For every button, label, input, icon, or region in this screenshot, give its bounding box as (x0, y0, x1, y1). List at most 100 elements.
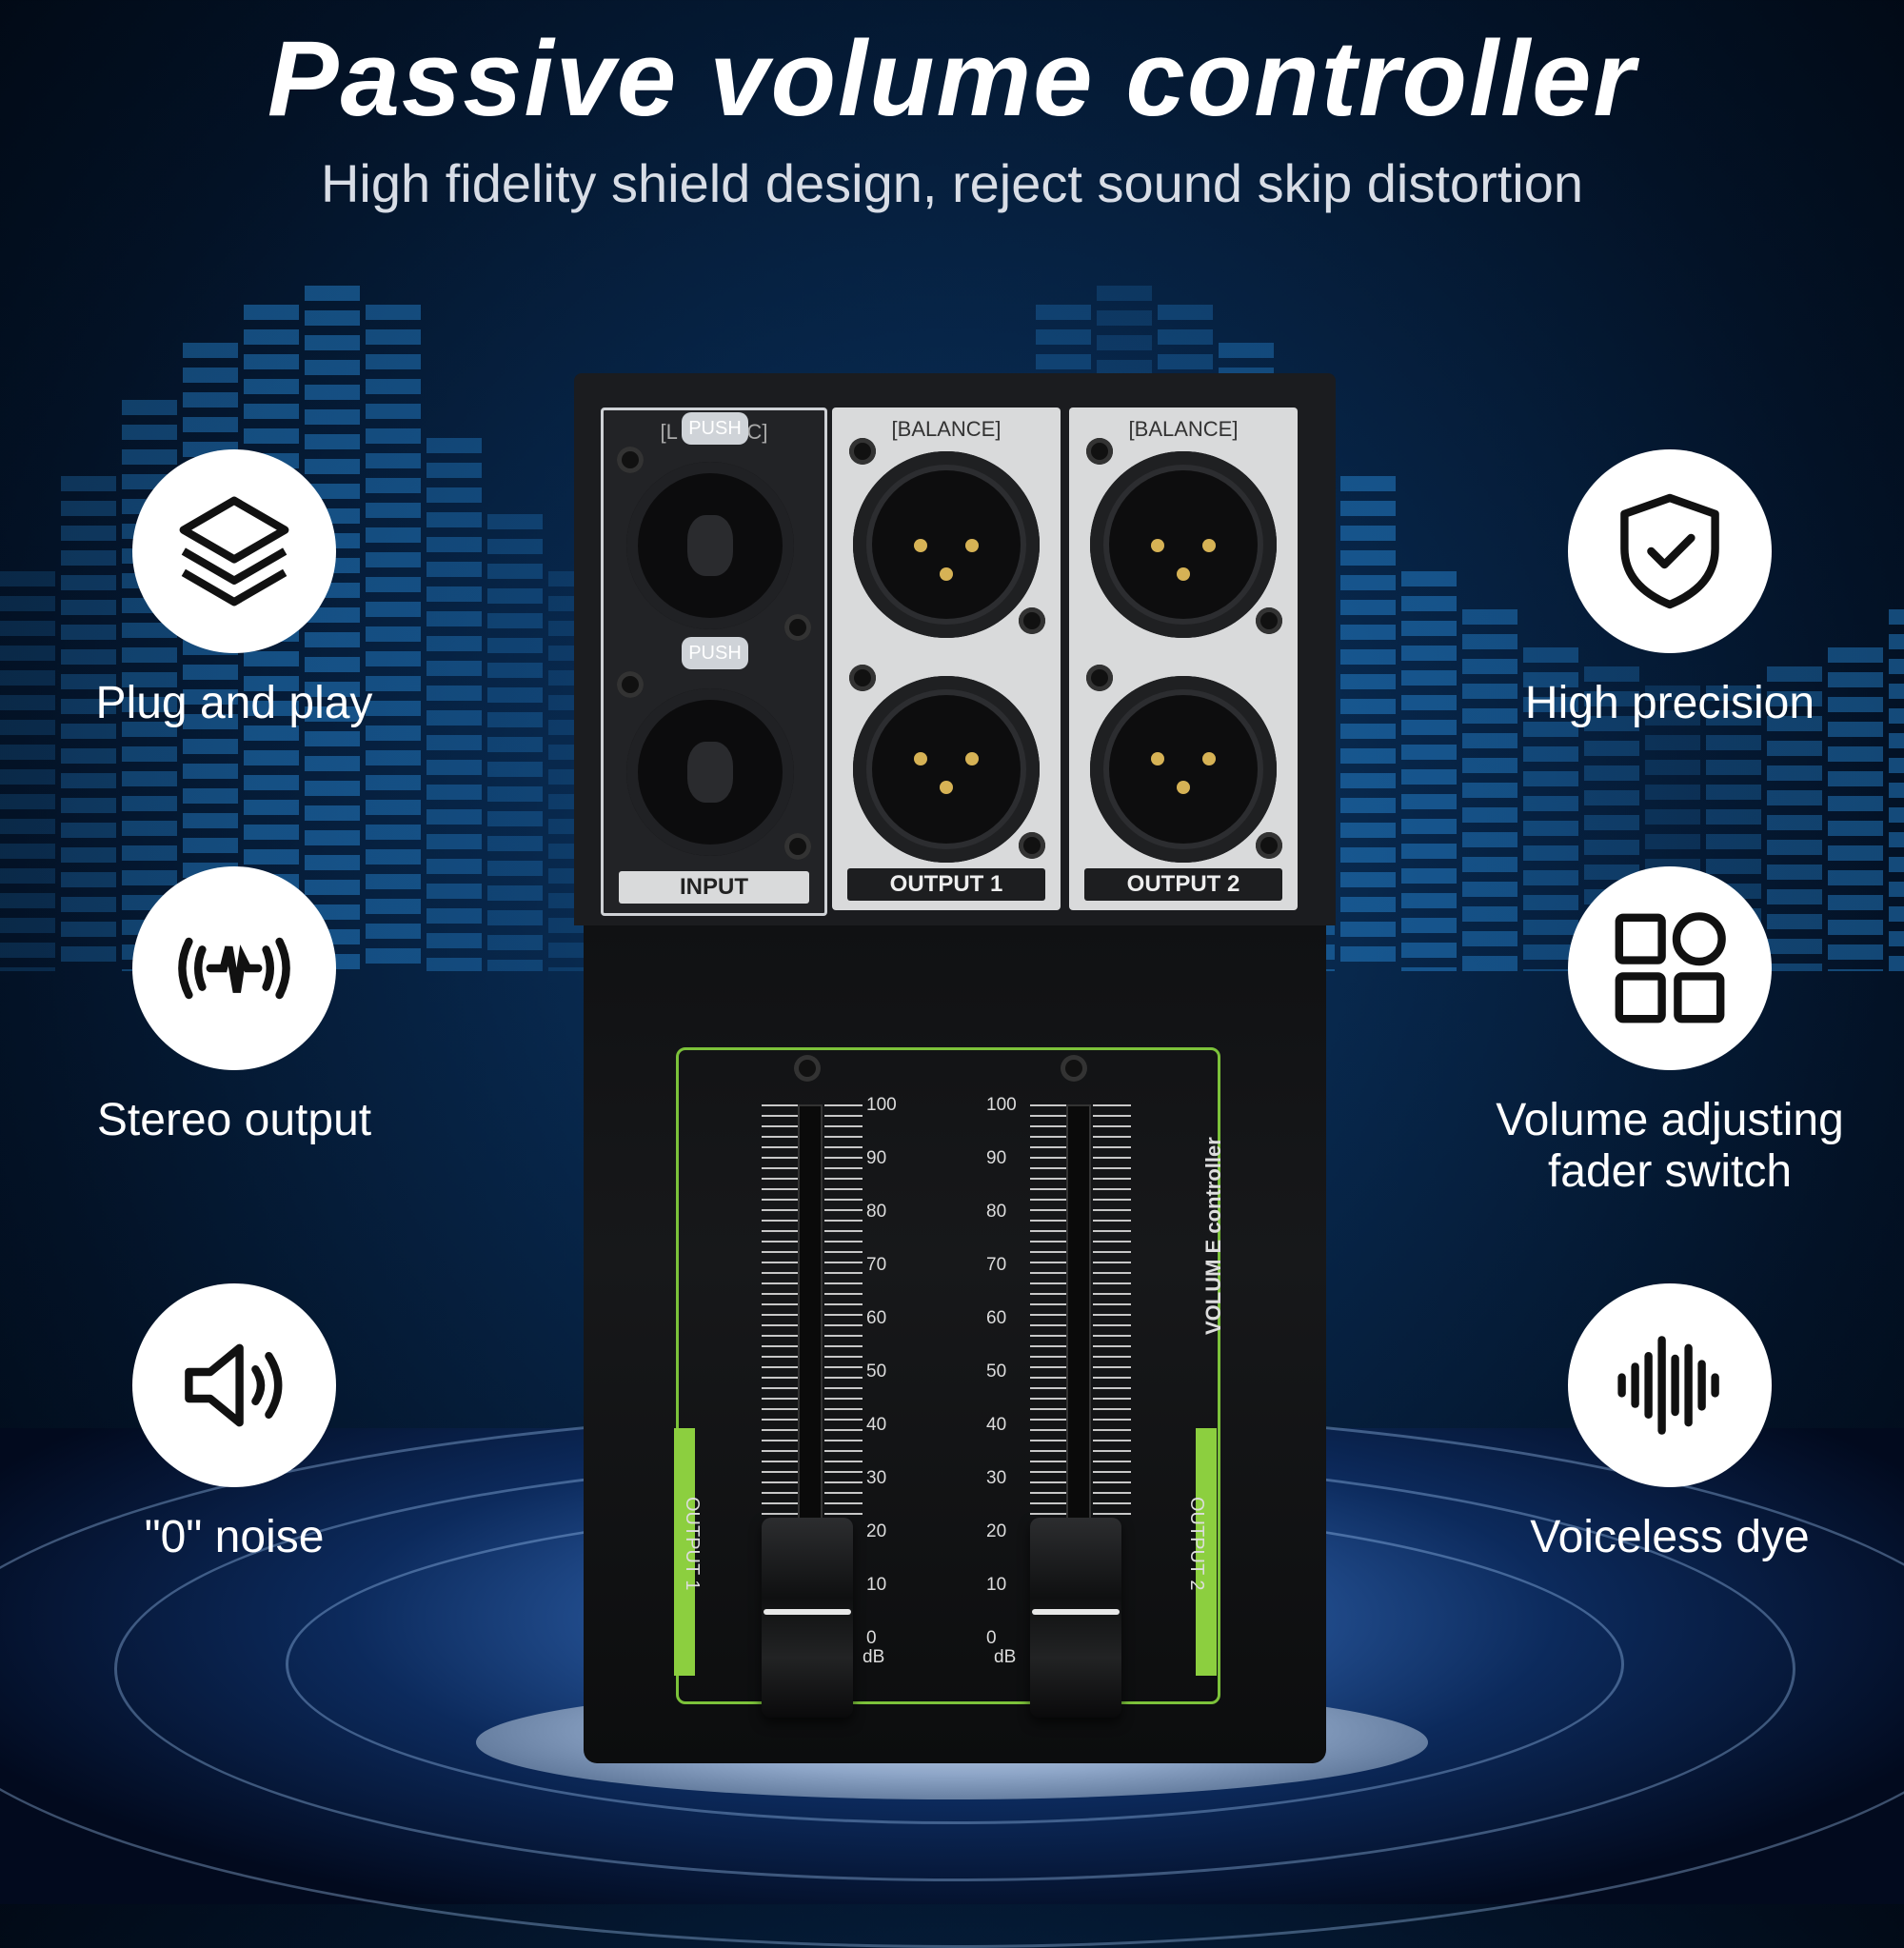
feature-label: Stereo output (96, 1095, 372, 1145)
tick-label: 20 (866, 1521, 887, 1541)
waveform-icon (1617, 1336, 1719, 1435)
tick-label: 70 (866, 1255, 887, 1275)
equalizer-column (1523, 647, 1578, 971)
device-connector-face: [L PUSH C] PUSH PUSH INPUT [BALANCE] OUT… (574, 373, 1336, 925)
equalizer-column (1828, 647, 1883, 971)
equalizer-column (426, 438, 482, 971)
screw (784, 833, 811, 860)
screw (849, 665, 876, 691)
tick-label: 30 (866, 1468, 887, 1488)
page-title: Passive volume controller (267, 19, 1637, 138)
output2-panel: [BALANCE] OUTPUT 2 (1069, 407, 1298, 910)
feature-label: Plug and play (95, 678, 373, 728)
input-panel: [L PUSH C] PUSH PUSH INPUT (601, 407, 827, 916)
page-subtitle: High fidelity shield design, reject soun… (320, 153, 1584, 213)
output2-label: OUTPUT 2 (1084, 868, 1282, 901)
screw (794, 1055, 821, 1082)
push-latch[interactable]: PUSH (682, 637, 748, 669)
fader1-scale-left (762, 1104, 800, 1523)
screw (617, 671, 644, 698)
volume-controller-device: [L PUSH C] PUSH PUSH INPUT [BALANCE] OUT… (574, 373, 1336, 1763)
feature-stereo-output: Stereo output (25, 866, 444, 1146)
tick-label: 80 (866, 1202, 887, 1222)
screw (1256, 832, 1282, 859)
tick-label: 10 (986, 1575, 1007, 1595)
feature-plug-and-play: Plug and play (25, 449, 444, 729)
tick-label: 80 (986, 1202, 1007, 1222)
fader2-track (1066, 1104, 1091, 1527)
screw (784, 614, 811, 641)
screw (1019, 832, 1045, 859)
fader1-db-unit: dB (863, 1647, 885, 1667)
green-accent-band (1196, 1428, 1217, 1676)
tick-label: 0 (986, 1628, 997, 1648)
speaker-icon (185, 1343, 283, 1427)
tick-label: 40 (866, 1415, 887, 1435)
xlr-jack-output1-b[interactable] (853, 676, 1040, 863)
equalizer-column (1767, 666, 1822, 971)
grid-icon (1615, 912, 1726, 1024)
xlr-jack-output2-a[interactable] (1090, 451, 1277, 638)
screw (1019, 607, 1045, 634)
feature-label: Volume adjusting fader switch (1496, 1095, 1844, 1197)
tick-label: 50 (866, 1362, 887, 1381)
feature-label: "0" noise (144, 1512, 325, 1562)
equalizer-column (1401, 571, 1457, 971)
xlr-jack-output2-b[interactable] (1090, 676, 1277, 863)
layers-icon (179, 496, 289, 606)
equalizer-column (305, 286, 360, 971)
feature-zero-noise: "0" noise (25, 1283, 444, 1563)
tick-label: 50 (986, 1362, 1007, 1381)
sound-wave-icon (178, 937, 290, 1000)
fader1-side-label: OUTPUT 1 (682, 1497, 703, 1591)
tick-label: 40 (986, 1415, 1007, 1435)
tick-label: 20 (986, 1521, 1007, 1541)
output2-header: [BALANCE] (1128, 417, 1239, 441)
tick-label: 10 (866, 1575, 887, 1595)
tick-label: 60 (866, 1308, 887, 1328)
output1-header: [BALANCE] (891, 417, 1002, 441)
shield-check-icon (1620, 493, 1719, 609)
tick-label: 0 (866, 1628, 877, 1648)
fader1-scale-right (824, 1104, 863, 1523)
fader2-scale-left (1030, 1104, 1068, 1523)
screw (849, 438, 876, 465)
screw (1086, 438, 1113, 465)
equalizer-column (366, 305, 421, 971)
screw (1086, 665, 1113, 691)
screw (1256, 607, 1282, 634)
fader1-track (798, 1104, 823, 1527)
equalizer-column (487, 514, 543, 971)
combo-jack-bottom[interactable] (626, 688, 794, 856)
fader2-knob[interactable] (1030, 1518, 1121, 1718)
output1-label: OUTPUT 1 (847, 868, 1045, 901)
equalizer-column (1462, 609, 1517, 971)
push-latch[interactable]: PUSH (682, 412, 748, 445)
feature-label: High precision (1524, 678, 1815, 728)
feature-label: Voiceless dye (1530, 1512, 1810, 1562)
fader2-side-label: OUTPUT 2 (1186, 1497, 1207, 1591)
equalizer-column (1340, 476, 1396, 971)
brand-vertical-text: VOLUM E controller (1201, 1137, 1225, 1335)
xlr-jack-output1-a[interactable] (853, 451, 1040, 638)
tick-label: 100 (986, 1095, 1017, 1115)
fader2-db-unit: dB (994, 1647, 1017, 1667)
equalizer-column (0, 571, 55, 971)
green-accent-band (674, 1428, 695, 1676)
input-label: INPUT (619, 871, 809, 904)
screw (1061, 1055, 1087, 1082)
combo-jack-top[interactable] (626, 462, 794, 629)
output1-panel: [BALANCE] OUTPUT 1 (832, 407, 1061, 910)
tick-label: 70 (986, 1255, 1007, 1275)
fader1-knob[interactable] (762, 1518, 853, 1718)
equalizer-column (61, 476, 116, 971)
feature-voiceless-dye: Voiceless dye (1460, 1283, 1879, 1563)
feature-fader-switch: Volume adjusting fader switch (1460, 866, 1879, 1198)
fader2-scale-right (1093, 1104, 1131, 1523)
equalizer-column (1889, 609, 1904, 971)
screw (617, 447, 644, 473)
tick-label: 90 (986, 1148, 1007, 1168)
tick-label: 30 (986, 1468, 1007, 1488)
tick-label: 60 (986, 1308, 1007, 1328)
tick-label: 100 (866, 1095, 897, 1115)
